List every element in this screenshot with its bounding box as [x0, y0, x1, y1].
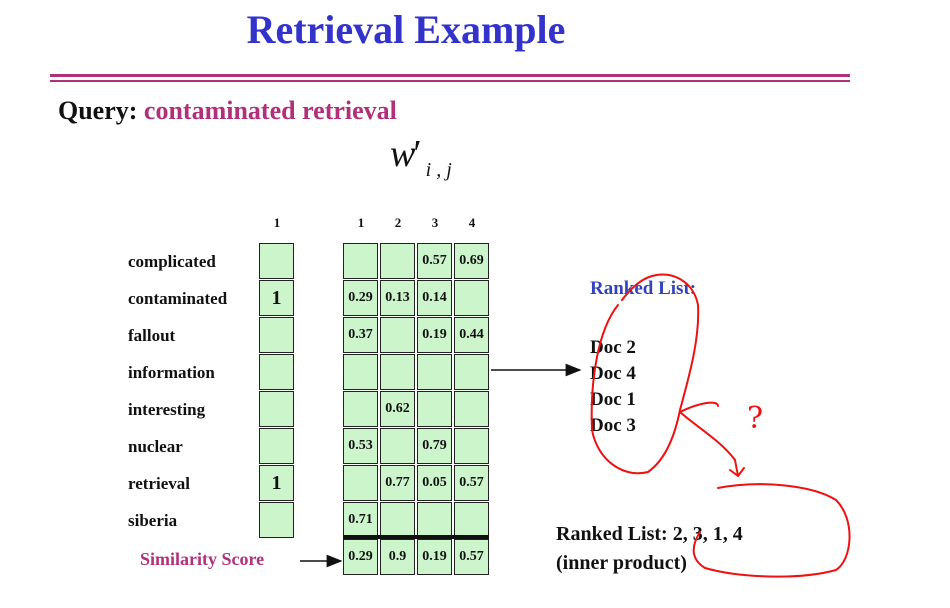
- doc-column-header: 2: [394, 215, 402, 230]
- ranked-doc: Doc 1: [590, 389, 636, 410]
- query-vector-cell: [259, 502, 294, 538]
- matrix-cell: 0.14: [417, 280, 452, 316]
- term-label: interesting: [128, 400, 206, 419]
- matrix-cell: [454, 428, 489, 464]
- ink-stroke: [679, 411, 736, 461]
- matrix-cell: 0.19: [417, 317, 452, 353]
- matrix-cell: 0.79: [417, 428, 452, 464]
- similarity-score-cell: 0.29: [343, 539, 378, 575]
- ranked-doc: Doc 4: [590, 363, 636, 384]
- matrix-cell: [343, 354, 378, 390]
- ink-annotations: [590, 273, 851, 578]
- doc-column-header: 1: [357, 215, 365, 230]
- query-vector-cell: 1: [259, 280, 294, 316]
- term-label: siberia: [128, 511, 178, 530]
- query-vector-cell: 1: [259, 465, 294, 501]
- query-vector-cell: [259, 391, 294, 427]
- similarity-score-cell: 0.57: [454, 539, 489, 575]
- ink-circle-inner-product: [692, 483, 851, 578]
- query-text: contaminated retrieval: [143, 96, 397, 125]
- doc-column-header: 4: [468, 215, 476, 230]
- query-vector-cell: [259, 243, 294, 279]
- term-label: information: [128, 363, 215, 382]
- matrix-cell: 0.29: [343, 280, 378, 316]
- matrix-cell: [380, 502, 415, 538]
- query-column-header: 1: [273, 215, 281, 230]
- query-label: Query:: [58, 96, 138, 125]
- query-vector-cell: [259, 428, 294, 464]
- matrix-cell: 0.44: [454, 317, 489, 353]
- slide-title: Retrieval Example: [246, 7, 566, 52]
- matrix-cell: [380, 354, 415, 390]
- inner-product-caption: (inner product): [556, 552, 687, 574]
- similarity-score-cell: 0.19: [417, 539, 452, 575]
- matrix-cell: 0.62: [380, 391, 415, 427]
- similarity-score-label: Similarity Score: [140, 549, 265, 569]
- matrix-cell: [454, 391, 489, 427]
- matrix-cell: [417, 391, 452, 427]
- ink-circle-ranked-list: [590, 273, 700, 475]
- matrix-cell: [380, 243, 415, 279]
- matrix-cell: 0.69: [454, 243, 489, 279]
- weight-symbol-subscript: i , j: [425, 159, 452, 181]
- matrix-cell: [380, 428, 415, 464]
- term-label: retrieval: [128, 474, 190, 493]
- matrix-cell: [380, 317, 415, 353]
- weight-symbol-base: w: [390, 133, 416, 175]
- matrix-cell: 0.57: [454, 465, 489, 501]
- sum-divider: [343, 535, 489, 539]
- ranked-list-title: Ranked List:: [590, 278, 697, 299]
- matrix-cell: 0.37: [343, 317, 378, 353]
- term-label: nuclear: [128, 437, 183, 456]
- title-divider-top: [50, 74, 850, 77]
- term-label: contaminated: [128, 289, 228, 308]
- similarity-score-cell: 0.9: [380, 539, 415, 575]
- ink-question-mark: ?: [747, 401, 763, 436]
- matrix-cell: 0.77: [380, 465, 415, 501]
- matrix-cell: [343, 465, 378, 501]
- query-vector-cell: [259, 354, 294, 390]
- matrix-cell: [454, 280, 489, 316]
- matrix-cell: 0.57: [417, 243, 452, 279]
- title-divider-bottom: [50, 80, 850, 82]
- term-label: fallout: [128, 326, 176, 345]
- matrix-cell: [343, 391, 378, 427]
- doc-column-header: 3: [431, 215, 439, 230]
- weight-symbol-prime: ′: [413, 133, 422, 175]
- matrix-cell: 0.53: [343, 428, 378, 464]
- ink-stroke: [679, 401, 719, 413]
- ink-arrowhead: [729, 459, 745, 477]
- query-vector-cell: [259, 317, 294, 353]
- matrix-cell: [417, 354, 452, 390]
- matrix-cell: 0.05: [417, 465, 452, 501]
- matrix-cell: [343, 243, 378, 279]
- matrix-cell: 0.13: [380, 280, 415, 316]
- matrix-cell: [454, 354, 489, 390]
- ranked-doc: Doc 3: [590, 415, 636, 436]
- weight-symbol: w′i , j: [390, 132, 452, 181]
- term-label: complicated: [128, 252, 216, 271]
- query-line: Query: contaminated retrieval: [58, 96, 397, 126]
- matrix-cell: [417, 502, 452, 538]
